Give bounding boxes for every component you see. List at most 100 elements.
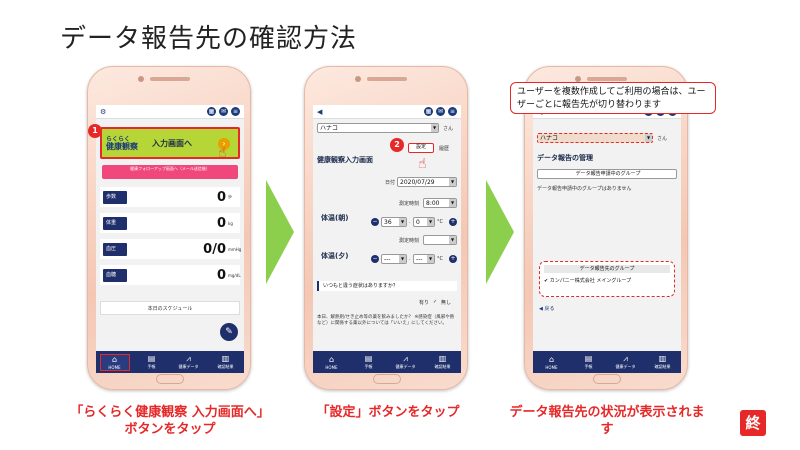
phone-home-button bbox=[593, 374, 621, 384]
rakuraku-logo: らくらく 健康観察 bbox=[106, 136, 138, 151]
bottom-nav: ⌂HOME ▤手帳 ⩘健康データ ▥確認結果 bbox=[313, 351, 461, 373]
camera-icon bbox=[575, 76, 581, 82]
home-icon: ⌂ bbox=[328, 354, 335, 364]
home-icon: ⌂ bbox=[548, 354, 555, 364]
end-badge: 終 bbox=[740, 410, 766, 436]
back-arrow-icon: ◀ bbox=[539, 306, 543, 312]
phone-screen-1: ⚙ ▦ ✉ ≡ らくらく 健康観察 入力画面へ › 健康フォローアップ画面へ（メ… bbox=[96, 105, 244, 373]
plus-icon[interactable]: + bbox=[449, 218, 457, 226]
date-select[interactable]: 2020/07/29▼ bbox=[397, 177, 457, 187]
history-link[interactable]: 履歴 bbox=[439, 146, 450, 152]
menu-icon[interactable]: ≡ bbox=[448, 107, 457, 116]
tap-hand-icon: ☝ bbox=[218, 145, 227, 161]
settings-button[interactable]: 設定 bbox=[408, 143, 434, 153]
input-screen-label: 入力画面へ bbox=[152, 138, 192, 148]
phone-mockup-3: ◀ ▦ ✉ ≡ ハナコ▼ さん データ報告の管理 データ報告申請中のグループ デ… bbox=[524, 66, 688, 390]
input-screen-button[interactable]: らくらく 健康観察 入力画面へ › bbox=[100, 127, 240, 159]
nav-health-data[interactable]: ⩘健康データ bbox=[612, 354, 640, 370]
check-icon: ✓ bbox=[433, 299, 438, 305]
camera-icon bbox=[138, 76, 144, 82]
caption-step-3: データ報告先の状況が表示されます bbox=[509, 405, 705, 437]
phone-mockup-2: ◀ ▦ ✉ ≡ ハナコ▼ さん 履歴 健康観察入力画面 日付 2020/07/2… bbox=[304, 66, 468, 390]
vital-row-weight[interactable]: 体重 0 kg bbox=[100, 213, 240, 233]
nav-notebook[interactable]: ▤手帳 bbox=[355, 354, 383, 370]
vital-row-steps[interactable]: 歩数 0 歩 bbox=[100, 187, 240, 207]
nav-home[interactable]: ⌂HOME bbox=[318, 355, 346, 370]
step-badge-1: 1 bbox=[88, 124, 102, 138]
minus-icon[interactable]: − bbox=[371, 218, 379, 226]
chart-icon: ⩘ bbox=[186, 354, 191, 363]
follow-up-button[interactable]: 健康フォローアップ画面へ（メール送信後） bbox=[102, 165, 238, 179]
chart-icon: ⩘ bbox=[623, 354, 628, 363]
answer-no[interactable]: 無し bbox=[441, 300, 452, 306]
nav-results[interactable]: ▥確認結果 bbox=[429, 354, 457, 370]
calendar-icon: ▤ bbox=[147, 354, 156, 363]
chevron-down-icon: ▼ bbox=[449, 178, 456, 186]
app-topbar: ⚙ ▦ ✉ ≡ bbox=[96, 105, 244, 119]
applying-group-header: データ報告申請中のグループ bbox=[537, 169, 677, 179]
plus-icon[interactable]: + bbox=[449, 255, 457, 263]
vital-row-blood-sugar[interactable]: 血糖 0 mg/dL bbox=[100, 265, 241, 285]
edit-pencil-icon[interactable]: ✎ bbox=[220, 323, 238, 341]
temp-pm-int[interactable]: ---▼ bbox=[381, 254, 407, 264]
nav-notebook[interactable]: ▤手帳 bbox=[575, 354, 603, 370]
nav-home[interactable]: ⌂HOME bbox=[538, 355, 566, 370]
temp-am-int[interactable]: 36▼ bbox=[381, 217, 407, 227]
schedule-section[interactable]: 本日のスケジュール bbox=[100, 301, 240, 315]
bottom-nav: ⌂HOME ▤手帳 ⩘健康データ ▥確認結果 bbox=[533, 351, 681, 373]
symptom-question: いつもと違う症状はありますか？ bbox=[317, 281, 457, 291]
mail-icon[interactable]: ✉ bbox=[436, 107, 445, 116]
menu-icon[interactable]: ≡ bbox=[231, 107, 240, 116]
nav-notebook[interactable]: ▤手帳 bbox=[138, 354, 166, 370]
vital-row-blood-pressure[interactable]: 血圧 0/0 mmHg bbox=[100, 239, 241, 259]
report-group-box: データ報告先のグループ ✔ カンパニー株式会社 メイングループ bbox=[539, 261, 675, 297]
phone-screen-2: ◀ ▦ ✉ ≡ ハナコ▼ さん 履歴 健康観察入力画面 日付 2020/07/2… bbox=[313, 105, 461, 373]
camera-icon bbox=[355, 76, 361, 82]
nav-results[interactable]: ▥確認結果 bbox=[212, 354, 240, 370]
nav-health-data[interactable]: ⩘健康データ bbox=[392, 354, 420, 370]
mail-icon[interactable]: ✉ bbox=[219, 107, 228, 116]
calendar-icon: ▤ bbox=[364, 354, 373, 363]
report-group-item[interactable]: ✔ カンパニー株式会社 メイングループ bbox=[544, 278, 632, 284]
answer-yes[interactable]: 有り bbox=[419, 300, 430, 306]
nav-results[interactable]: ▥確認結果 bbox=[649, 354, 677, 370]
report-group-header: データ報告先のグループ bbox=[544, 265, 670, 273]
no-applying-group: データ報告申請中のグループはありません bbox=[537, 186, 632, 192]
nav-health-data[interactable]: ⩘健康データ bbox=[175, 354, 203, 370]
phone-screen-3: ◀ ▦ ✉ ≡ ハナコ▼ さん データ報告の管理 データ報告申請中のグループ デ… bbox=[533, 105, 681, 373]
book-icon: ▥ bbox=[221, 354, 230, 363]
page-title: データ報告先の確認方法 bbox=[60, 24, 358, 54]
step-badge-2: 2 bbox=[390, 138, 404, 152]
app-topbar: ◀ ▦ ✉ ≡ bbox=[313, 105, 461, 119]
qr-icon[interactable]: ▦ bbox=[424, 107, 433, 116]
chevron-down-icon: ▼ bbox=[645, 134, 652, 142]
book-icon: ▥ bbox=[438, 354, 447, 363]
bottom-nav: ⌂HOME ▤手帳 ⩘健康データ ▥確認結果 bbox=[96, 351, 244, 373]
back-link[interactable]: ◀ 戻る bbox=[539, 306, 555, 312]
back-icon[interactable]: ◀ bbox=[317, 107, 323, 116]
settings-label: 設定 bbox=[415, 144, 426, 150]
temp-pm-dec[interactable]: ---▼ bbox=[413, 254, 435, 264]
calendar-icon: ▤ bbox=[584, 354, 593, 363]
speaker-slot bbox=[367, 77, 407, 81]
settings-gear-icon[interactable]: ⚙ bbox=[100, 107, 107, 116]
caption-step-2: 「設定」ボタンをタップ bbox=[316, 405, 460, 420]
arrow-right-icon: › bbox=[218, 138, 230, 150]
home-icon: ⌂ bbox=[111, 354, 118, 364]
user-select[interactable]: ハナコ▼ bbox=[317, 123, 439, 133]
speaker-slot bbox=[587, 77, 627, 81]
nav-home[interactable]: ⌂HOME bbox=[99, 353, 130, 371]
user-select[interactable]: ハナコ▼ bbox=[537, 133, 653, 143]
tap-hand-icon: ☝ bbox=[418, 156, 427, 172]
speaker-slot bbox=[150, 77, 190, 81]
next-step-arrow-2 bbox=[486, 180, 514, 284]
caption-step-1: 「らくらく健康観察 入力画面へ」ボタンをタップ bbox=[70, 405, 270, 437]
qr-icon[interactable]: ▦ bbox=[207, 107, 216, 116]
time-pm-select[interactable]: ▼ bbox=[423, 235, 457, 245]
callout-note: ユーザーを複数作成してご利用の場合は、ユーザーごとに報告先が切り替わります bbox=[510, 82, 716, 114]
temp-am-dec[interactable]: 0▼ bbox=[413, 217, 435, 227]
phone-mockup-1: ⚙ ▦ ✉ ≡ らくらく 健康観察 入力画面へ › 健康フォローアップ画面へ（メ… bbox=[87, 66, 251, 390]
time-am-select[interactable]: 8:00▼ bbox=[423, 198, 457, 208]
minus-icon[interactable]: − bbox=[371, 255, 379, 263]
next-step-arrow-1 bbox=[266, 180, 294, 284]
